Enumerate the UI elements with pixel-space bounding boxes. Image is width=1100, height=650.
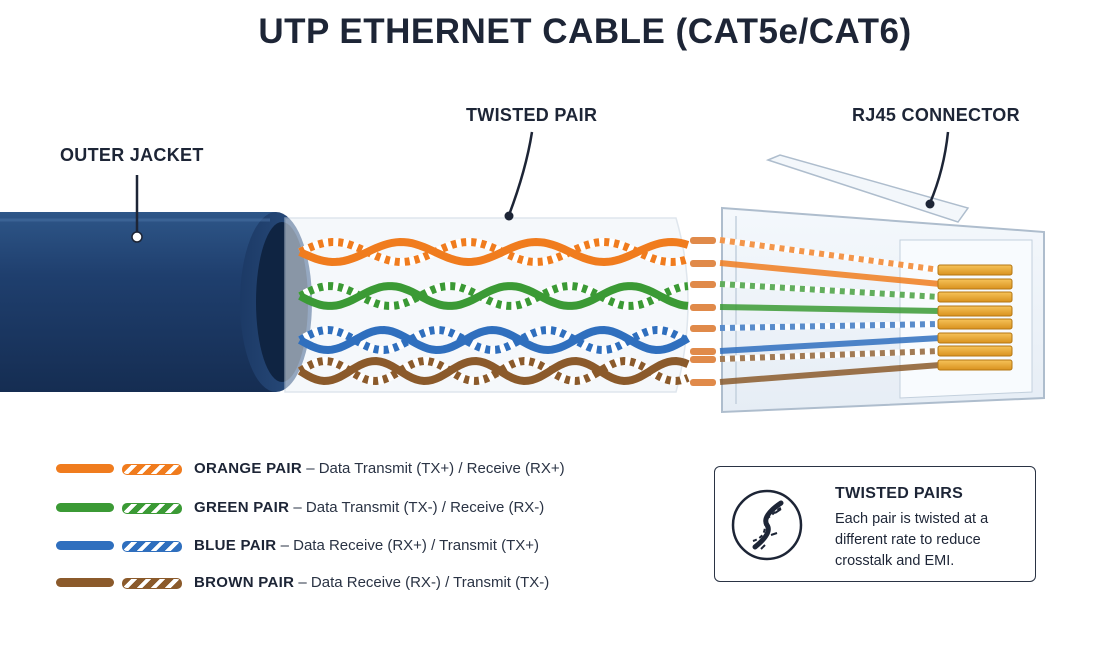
gold-contact bbox=[937, 305, 1013, 317]
rj45-connector-label: RJ45 CONNECTOR bbox=[852, 105, 1020, 125]
legend-name: ORANGE PAIR bbox=[194, 460, 303, 477]
striped-wire-swatch bbox=[122, 503, 182, 514]
orange-copper-tip bbox=[690, 237, 716, 244]
brown-copper-tip bbox=[690, 379, 716, 386]
green-copper-tip bbox=[690, 281, 716, 288]
legend-name: GREEN PAIR bbox=[194, 499, 290, 516]
twisted-pair-leader bbox=[504, 131, 534, 221]
gold-contact bbox=[937, 359, 1013, 371]
legend-name: BROWN PAIR bbox=[194, 574, 295, 591]
gold-contact bbox=[937, 318, 1013, 330]
orange-stripe-marks bbox=[298, 237, 690, 267]
green-inner-stripe-marks bbox=[719, 281, 941, 300]
outer-jacket-label: OUTER JACKET bbox=[60, 145, 204, 165]
orange-inner-solid bbox=[719, 260, 941, 287]
brown-copper-tip bbox=[690, 356, 716, 363]
solid-wire-swatch bbox=[56, 578, 114, 587]
rj45-leader bbox=[925, 131, 950, 209]
outer-jacket bbox=[0, 212, 312, 392]
legend-desc: – Data Transmit (TX+) / Receive (RX+) bbox=[302, 460, 565, 477]
blue-stripe-marks bbox=[298, 325, 690, 355]
brown-inner-solid bbox=[719, 362, 941, 385]
brown-stripe-marks bbox=[297, 356, 690, 386]
green-inner-solid bbox=[719, 304, 941, 314]
striped-wire-swatch bbox=[122, 464, 182, 475]
jacket-leader bbox=[131, 175, 143, 243]
gold-contact bbox=[937, 345, 1013, 357]
gold-contact bbox=[937, 291, 1013, 303]
solid-wire-swatch bbox=[56, 541, 114, 550]
blue-inner-solid bbox=[719, 335, 941, 354]
orange-inner-stripe-marks bbox=[719, 237, 941, 273]
gold-contact bbox=[937, 278, 1013, 290]
green-copper-tip bbox=[690, 304, 716, 311]
solid-wire-swatch bbox=[56, 464, 114, 473]
orange-copper-tip bbox=[690, 260, 716, 267]
striped-wire-swatch bbox=[122, 578, 182, 589]
blue-solid-wire bbox=[298, 325, 690, 355]
legend-desc: – Data Receive (RX+) / Transmit (TX+) bbox=[276, 537, 540, 554]
legend-desc: – Data Transmit (TX-) / Receive (RX-) bbox=[289, 499, 545, 516]
blue-copper-tip bbox=[690, 348, 716, 355]
twisted-pair-icon bbox=[731, 489, 803, 561]
brown-inner-stripe-marks bbox=[719, 348, 941, 362]
striped-wire-swatch bbox=[122, 541, 182, 552]
brown-solid-wire bbox=[297, 356, 690, 386]
info-title: TWISTED PAIRS bbox=[835, 485, 964, 502]
twisted-pair-label: TWISTED PAIR bbox=[466, 105, 598, 125]
green-solid-wire bbox=[298, 282, 689, 310]
blue-copper-tip bbox=[690, 325, 716, 332]
green-stripe-marks bbox=[298, 282, 689, 310]
info-body: Each pair is twisted at a different rate… bbox=[835, 511, 989, 569]
solid-wire-swatch bbox=[56, 503, 114, 512]
gold-contact bbox=[937, 264, 1013, 276]
legend-name: BLUE PAIR bbox=[194, 537, 277, 554]
legend-desc: – Data Receive (RX-) / Transmit (TX-) bbox=[294, 574, 550, 591]
gold-contacts bbox=[937, 264, 1013, 371]
blue-inner-stripe-marks bbox=[719, 321, 941, 331]
wire-bundle bbox=[297, 237, 941, 386]
orange-solid-wire bbox=[298, 237, 690, 267]
gold-contact bbox=[937, 332, 1013, 344]
info-box: TWISTED PAIRS Each pair is twisted at a … bbox=[714, 466, 1036, 582]
page-title: UTP ETHERNET CABLE (CAT5e/CAT6) bbox=[258, 12, 912, 51]
